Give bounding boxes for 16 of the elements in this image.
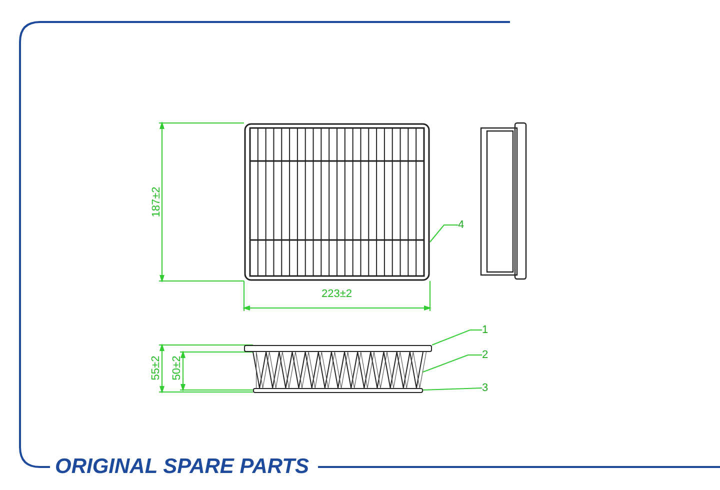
callout-number: 1	[482, 323, 488, 337]
upper-frame	[244, 345, 432, 352]
callout-number: 4	[458, 218, 464, 232]
filter-top-view-drawing	[244, 123, 430, 281]
dimension-label: 55±2	[150, 356, 162, 380]
dimension-label: 223±2	[322, 288, 352, 300]
callout-number: 3	[482, 381, 488, 395]
leader-line	[422, 354, 482, 372]
leader-line	[432, 330, 482, 346]
lower-frame	[253, 388, 423, 393]
dimension-label: 187±2	[150, 186, 162, 218]
slogan-text: ORIGINAL SPARE PARTS	[55, 455, 309, 479]
leader-line	[422, 388, 482, 390]
leader-line	[430, 224, 458, 242]
callout-number: 2	[482, 348, 488, 362]
dimension-label: 50±2	[171, 356, 184, 380]
